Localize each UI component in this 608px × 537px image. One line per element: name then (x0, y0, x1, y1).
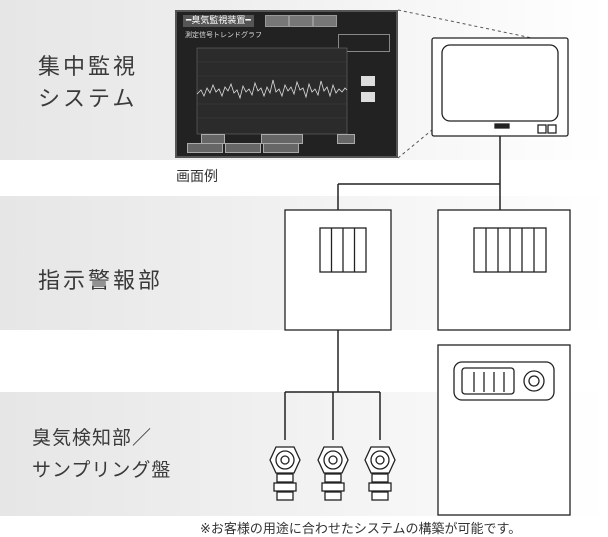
screen-button-4 (187, 143, 223, 153)
screen-tab-3 (313, 15, 337, 27)
trend-line (196, 79, 348, 100)
label-monitoring-system: 集中監視 システム (38, 52, 138, 116)
screen-header: ━臭気監視装置━ (183, 15, 254, 27)
label-indicator-line1: 指示警報部 (38, 269, 164, 294)
odor-sensor-icon (317, 446, 349, 501)
screen-trend-graph (196, 47, 375, 135)
label-indicator-alarm: 指示警報部 (38, 266, 163, 298)
screen-example: ━臭気監視装置━ 測定信号トレンドグラフ (175, 10, 398, 158)
screen-button-3 (337, 134, 355, 144)
screen-tab-1 (265, 15, 289, 27)
screen-legend (338, 34, 390, 52)
indicator-panel-icon (284, 209, 392, 331)
screen-button-5 (225, 143, 261, 153)
label-monitoring-line1: 集中監視 (38, 55, 139, 80)
odor-sensor-icon (269, 446, 301, 501)
screen-button-6 (263, 143, 299, 153)
label-sensor-sampling: 臭気検知部／ サンプリング盤 (32, 422, 171, 486)
indicator-panel-icon (437, 209, 571, 331)
sampling-panel-icon (437, 344, 571, 516)
monitor-icon (431, 37, 569, 137)
screen-subtitle: 測定信号トレンドグラフ (185, 31, 262, 39)
footnote: ※お客様の用途に合わせたシステムの構築が可能です。 (200, 522, 522, 537)
odor-sensor-icon (364, 446, 396, 501)
label-sensor-line1: 臭気検知部／ (32, 427, 153, 449)
label-sensor-line2: サンプリング盤 (32, 459, 172, 481)
screen-caption: 画面例 (176, 169, 218, 185)
label-monitoring-line2: システム (38, 87, 138, 112)
screen-tab-2 (289, 15, 313, 27)
